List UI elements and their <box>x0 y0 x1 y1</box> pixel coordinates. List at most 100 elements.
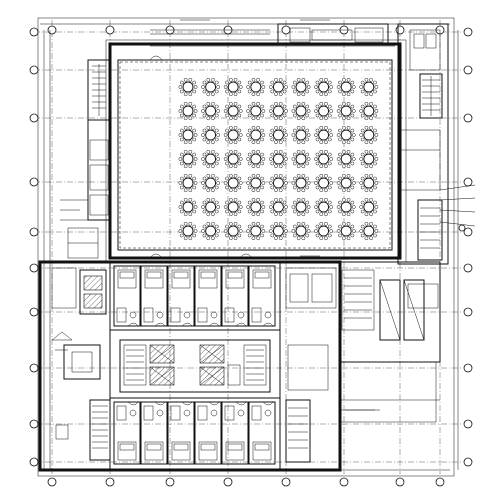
grid-bubble <box>29 65 39 75</box>
grid-bubble <box>29 419 39 429</box>
banquet-table <box>314 221 334 241</box>
grid-bubble <box>105 477 115 487</box>
banquet-table <box>291 173 311 193</box>
grid-bubble <box>47 25 57 35</box>
banquet-table <box>246 77 266 97</box>
banquet-table <box>178 173 198 193</box>
grid-bubble <box>463 457 473 467</box>
banquet-table <box>291 77 311 97</box>
grid-bubble <box>29 363 39 373</box>
banquet-table <box>291 125 311 145</box>
banquet-table <box>336 77 356 97</box>
guest-room <box>167 401 195 465</box>
grid-bubbles <box>29 25 473 487</box>
banquet-table <box>359 221 379 241</box>
banquet-table <box>336 197 356 217</box>
banquet-table <box>359 125 379 145</box>
grid-bubble <box>463 263 473 273</box>
guest-room <box>113 265 141 327</box>
banquet-table <box>246 125 266 145</box>
banquet-table <box>223 149 243 169</box>
banquet-table <box>268 173 288 193</box>
banquet-table <box>291 149 311 169</box>
banquet-table <box>336 125 356 145</box>
grid-bubble <box>29 27 39 37</box>
grid-bubble <box>281 25 291 35</box>
grid-bubble <box>463 65 473 75</box>
banquet-table <box>314 125 334 145</box>
grid-bubble <box>29 113 39 123</box>
banquet-table <box>359 197 379 217</box>
annotation-marks <box>55 19 375 411</box>
grid-bubble <box>29 263 39 273</box>
right-lower-wing <box>285 267 440 463</box>
banquet-table <box>223 77 243 97</box>
banquet-table <box>201 77 221 97</box>
guest-room <box>221 265 249 327</box>
drawing-frame <box>37 17 455 477</box>
banquet-table <box>246 173 266 193</box>
banquet-table <box>314 77 334 97</box>
banquet-table <box>178 197 198 217</box>
banquet-table <box>291 221 311 241</box>
banquet-table <box>268 221 288 241</box>
banquet-table <box>291 101 311 121</box>
banquet-table <box>223 101 243 121</box>
banquet-table <box>246 149 266 169</box>
lower-block-outline <box>38 260 441 472</box>
banquet-table <box>336 149 356 169</box>
grid-bubble <box>463 419 473 429</box>
right-service-core <box>397 23 476 265</box>
banquet-table <box>314 173 334 193</box>
banquet-table <box>246 197 266 217</box>
banquet-table <box>268 125 288 145</box>
banquet-table <box>359 173 379 193</box>
banquet-table <box>178 221 198 241</box>
grid-bubble <box>165 477 175 487</box>
banquet-table <box>359 77 379 97</box>
guest-room <box>140 265 168 327</box>
grid-bubble <box>29 227 39 237</box>
grid-bubble <box>339 477 349 487</box>
banquet-table <box>336 101 356 121</box>
banquet-table <box>178 77 198 97</box>
grid-bubble <box>29 457 39 467</box>
banquet-table <box>201 149 221 169</box>
central-core <box>119 339 271 393</box>
guest-room <box>167 265 195 327</box>
guest-room-row-lower <box>113 401 276 465</box>
grid-bubble <box>395 477 405 487</box>
grid-bubble <box>281 477 291 487</box>
guest-room <box>248 265 276 327</box>
grid-bubble <box>435 477 445 487</box>
guest-room <box>194 401 222 465</box>
banquet-table <box>359 149 379 169</box>
grid-bubble <box>29 177 39 187</box>
banquet-table <box>268 197 288 217</box>
banquet-table <box>268 101 288 121</box>
grid-bubble <box>463 113 473 123</box>
guest-room <box>113 401 141 465</box>
grid-bubble <box>395 25 405 35</box>
banquet-table <box>223 197 243 217</box>
grid-bubble <box>47 477 57 487</box>
banquet-table <box>314 149 334 169</box>
banquet-table <box>201 125 221 145</box>
grid-bubble <box>105 25 115 35</box>
banquet-table <box>268 149 288 169</box>
banquet-table <box>223 173 243 193</box>
guest-room <box>248 401 276 465</box>
banquet-table <box>201 173 221 193</box>
banquet-tables <box>178 77 379 241</box>
guest-room-row-upper <box>113 265 276 327</box>
banquet-table <box>314 101 334 121</box>
grid-bubble <box>463 177 473 187</box>
banquet-table <box>178 101 198 121</box>
banquet-table <box>223 221 243 241</box>
banquet-table <box>246 101 266 121</box>
banquet-table <box>291 197 311 217</box>
banquet-table <box>178 125 198 145</box>
banquet-table <box>201 101 221 121</box>
banquet-table <box>314 197 334 217</box>
